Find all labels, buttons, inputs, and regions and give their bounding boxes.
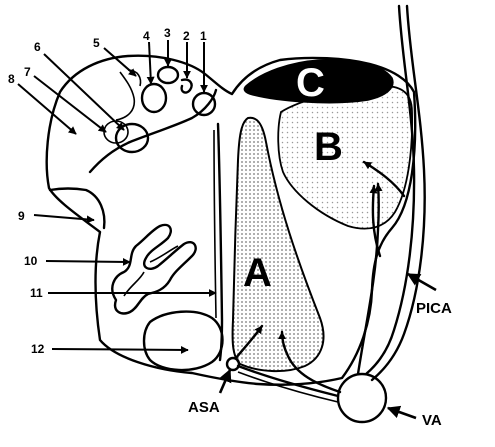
- leader-6: [43, 53, 125, 131]
- pica-vessel-outer: [370, 4, 426, 382]
- inferior-olive: [111, 223, 197, 315]
- dorsal-inner-arc: [88, 88, 218, 174]
- leader-9: [33, 214, 95, 224]
- label-10: 10: [24, 254, 38, 268]
- leader-4: [146, 41, 155, 85]
- label-7: 7: [24, 65, 31, 79]
- label-8: 8: [8, 72, 15, 86]
- region-a-label: A: [243, 251, 272, 295]
- leader-10: [45, 257, 131, 266]
- label-11: 11: [30, 286, 43, 300]
- leader-8: [17, 83, 77, 135]
- nucleus-4: [140, 82, 168, 114]
- region-c-territory: [243, 58, 394, 104]
- label-4: 4: [143, 29, 150, 43]
- arrow-asa-to-a: [234, 324, 264, 360]
- nucleus-2-curl: [180, 78, 193, 94]
- va-label-arrow: [386, 405, 417, 420]
- va-vessel: [336, 372, 388, 424]
- leader-12: [51, 345, 189, 354]
- leader-5: [103, 47, 137, 77]
- pica-label: PICA: [416, 300, 452, 317]
- asa-label: ASA: [188, 399, 220, 416]
- arrow-va-to-b: [356, 182, 383, 376]
- region-9-outline: [48, 187, 106, 230]
- groove-5: [115, 71, 136, 121]
- nucleus-3: [156, 65, 180, 85]
- medial-lemniscus-line: [213, 129, 217, 319]
- label-6: 6: [34, 40, 41, 54]
- arrow-va-to-a1: [278, 330, 342, 394]
- asa-label-arrow: [218, 368, 232, 394]
- region-b-territory: [277, 85, 414, 230]
- arrow-pica-to-b2: [362, 160, 406, 198]
- leader-7: [33, 75, 107, 133]
- brainstem-outline: [45, 54, 417, 386]
- asa-vessel: [225, 356, 241, 372]
- asa-branch: [236, 364, 340, 398]
- region-a-territory: [231, 116, 325, 373]
- va-label: VA: [422, 412, 442, 429]
- nucleus-1: [191, 91, 217, 117]
- groove-top: [127, 69, 142, 87]
- arrow-pica-to-b: [369, 184, 382, 258]
- pyramid: [142, 310, 224, 372]
- label-2: 2: [183, 29, 190, 43]
- label-3: 3: [164, 26, 171, 40]
- asa-branch-inner: [237, 371, 339, 403]
- label-5: 5: [93, 36, 100, 50]
- region-c-label: C: [296, 61, 325, 105]
- pica-label-arrow: [406, 272, 437, 292]
- nucleus-6: [114, 122, 150, 154]
- pica-vessel-inner: [364, 4, 416, 376]
- label-9: 9: [18, 209, 25, 223]
- region-b-label: B: [314, 125, 343, 169]
- label-12: 12: [31, 342, 45, 356]
- label-1: 1: [200, 29, 207, 43]
